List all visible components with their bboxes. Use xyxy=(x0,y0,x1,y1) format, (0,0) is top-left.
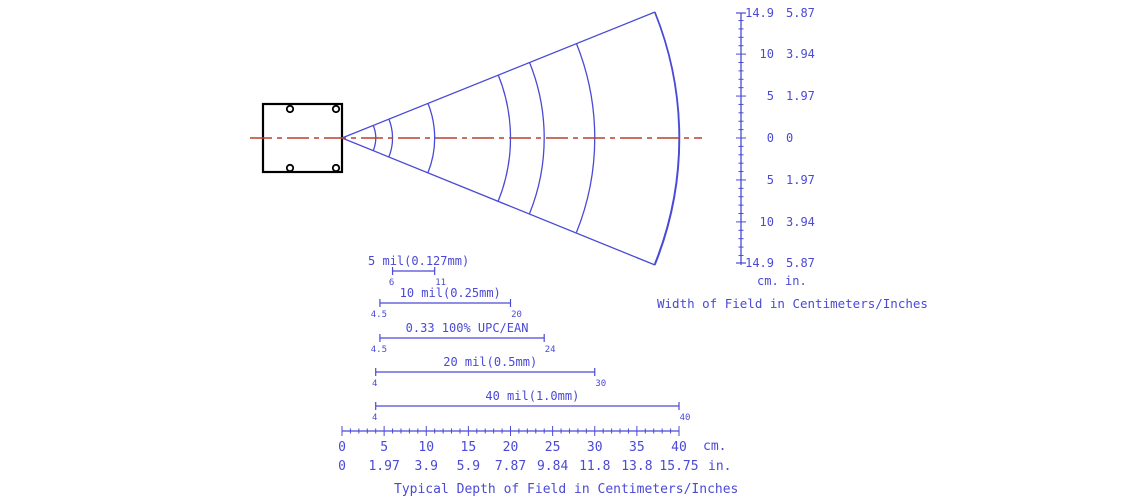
depth-unit-cm: cm. xyxy=(703,439,726,454)
range-end-label: 30 xyxy=(595,379,606,389)
width-label-in: 3.94 xyxy=(786,215,815,229)
range-start-label: 4 xyxy=(372,413,377,423)
width-label-cm: 0 xyxy=(767,131,774,145)
fan-edge-top xyxy=(341,11,656,139)
depth-label-cm: 20 xyxy=(503,440,519,455)
depth-label-in: 1.97 xyxy=(368,459,399,474)
width-label-cm: 10 xyxy=(760,215,774,229)
depth-scale: 0 0 5 1.97 10 3.9 15 5.9 20 7.87 25 9.84 30 11.8 35 13.… xyxy=(338,426,699,474)
range-start-label: 4 xyxy=(372,379,377,389)
range-end-label: 40 xyxy=(680,413,691,423)
width-label-cm: 10 xyxy=(760,47,774,61)
width-label-in: 5.87 xyxy=(786,256,815,270)
width-label-in: 5.87 xyxy=(786,6,815,20)
screw-top-right xyxy=(331,104,341,114)
depth-label-cm: 30 xyxy=(587,440,603,455)
depth-label-in: 15.75 xyxy=(659,459,698,474)
fan-outer-arc xyxy=(654,11,681,266)
depth-label-cm: 25 xyxy=(545,440,561,455)
depth-label-in: 13.8 xyxy=(621,459,652,474)
range-start-label: 6 xyxy=(389,278,394,288)
width-label-in: 1.97 xyxy=(786,173,815,187)
depth-label-in: 7.87 xyxy=(495,459,526,474)
width-unit-in: in. xyxy=(785,274,807,288)
depth-label-cm: 35 xyxy=(629,440,645,455)
depth-label-in: 3.9 xyxy=(415,459,438,474)
width-label-in: 1.97 xyxy=(786,89,815,103)
depth-label-cm: 5 xyxy=(380,440,388,455)
range-label: 10 mil(0.25mm) xyxy=(400,286,501,300)
range-end-label: 20 xyxy=(511,310,522,320)
range-label: 0.33 100% UPC/EAN xyxy=(406,321,529,335)
depth-unit-in: in. xyxy=(708,459,731,474)
depth-label-cm: 15 xyxy=(461,440,477,455)
screw-bottom-left xyxy=(285,163,295,173)
screw-top-left xyxy=(285,104,295,114)
depth-label-cm: 0 xyxy=(338,440,346,455)
width-label-cm: 14.9 xyxy=(745,6,774,20)
fan-edge-bottom xyxy=(341,137,656,266)
width-label-in: 0 xyxy=(786,131,793,145)
depth-label-in: 9.84 xyxy=(537,459,568,474)
depth-label-in: 5.9 xyxy=(457,459,480,474)
range-label: 40 mil(1.0mm) xyxy=(485,389,579,403)
depth-label-in: 11.8 xyxy=(579,459,610,474)
width-scale-caption: Width of Field in Centimeters/Inches xyxy=(657,296,928,311)
range-label: 5 mil(0.127mm) xyxy=(368,254,469,268)
depth-label-in: 0 xyxy=(338,459,346,474)
screw-bottom-right xyxy=(331,163,341,173)
range-start-label: 4.5 xyxy=(371,310,387,320)
field-arc xyxy=(427,103,436,173)
range-start-label: 4.5 xyxy=(371,345,387,355)
width-label-cm: 5 xyxy=(767,173,774,187)
range-end-label: 11 xyxy=(435,278,446,288)
width-label-in: 3.94 xyxy=(786,47,815,61)
width-label-cm: 5 xyxy=(767,89,774,103)
width-unit-cm: cm. xyxy=(757,274,779,288)
depth-scale-caption: Typical Depth of Field in Centimeters/In… xyxy=(394,482,738,497)
depth-label-cm: 40 xyxy=(671,440,687,455)
width-label-cm: 14.9 xyxy=(745,256,774,270)
range-end-label: 24 xyxy=(545,345,556,355)
depth-label-cm: 10 xyxy=(418,440,434,455)
field-arc xyxy=(528,62,545,214)
range-label: 20 mil(0.5mm) xyxy=(443,355,537,369)
